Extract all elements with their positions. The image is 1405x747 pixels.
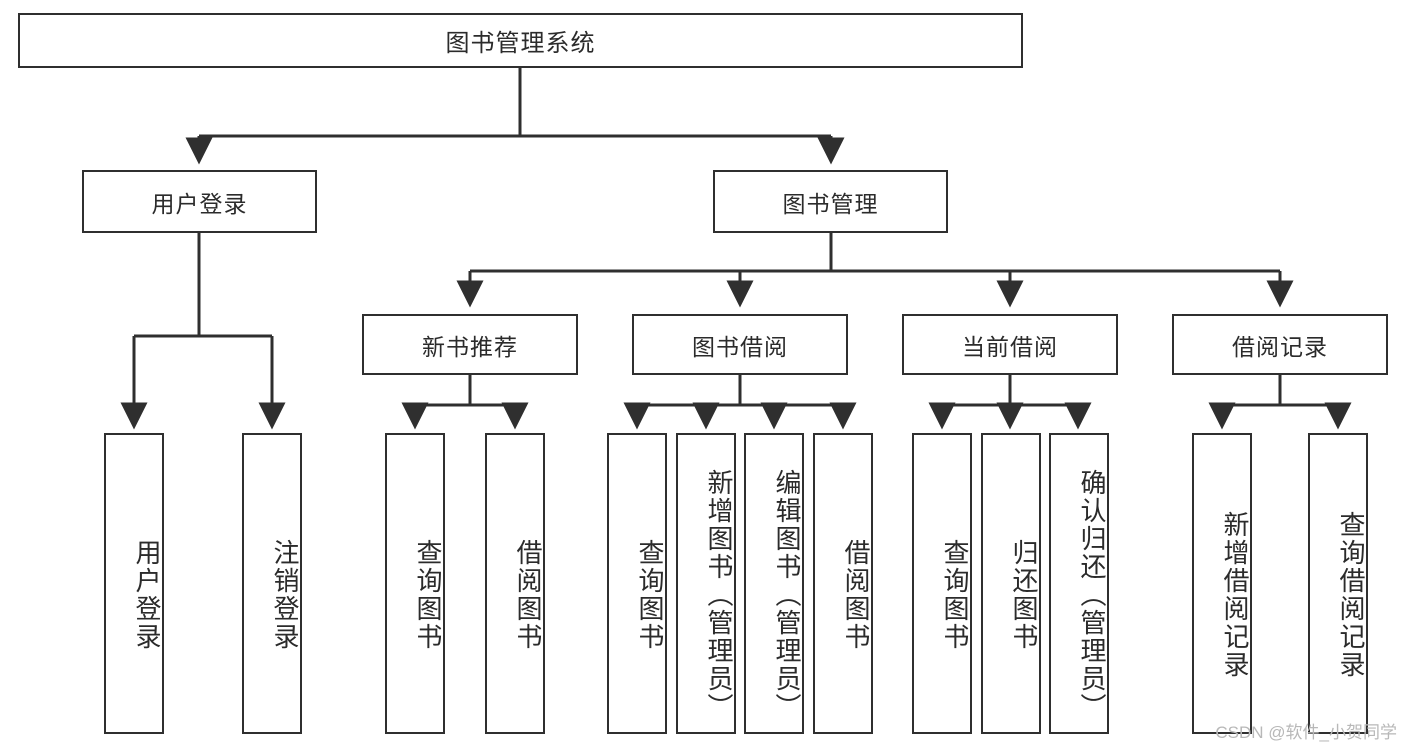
node-leaf-confirm-return[interactable]: 确认归还（管理员）	[1049, 433, 1109, 734]
node-leaf-borrow-book-2[interactable]: 借阅图书	[813, 433, 873, 734]
node-label: 用户登录	[151, 190, 248, 217]
node-label: 归还图书	[1009, 538, 1039, 651]
node-label: 图书借阅	[692, 333, 788, 360]
csdn-watermark: CSDN @软件_小贺同学	[1215, 723, 1397, 742]
node-leaf-query-book-1[interactable]: 查询图书	[385, 433, 445, 734]
node-label: 用户登录	[132, 538, 162, 651]
node-leaf-user-login[interactable]: 用户登录	[104, 433, 164, 734]
node-label: 借阅图书	[841, 538, 871, 651]
node-new-book-recommend[interactable]: 新书推荐	[362, 314, 578, 375]
node-label: 注销登录	[270, 538, 300, 651]
node-label: 新书推荐	[422, 333, 518, 360]
node-label: 图书管理	[782, 190, 879, 217]
node-label: 查询图书	[940, 538, 970, 651]
node-book-borrow[interactable]: 图书借阅	[632, 314, 848, 375]
node-leaf-return-book[interactable]: 归还图书	[981, 433, 1041, 734]
node-root-system[interactable]: 图书管理系统	[18, 13, 1023, 68]
node-leaf-logout[interactable]: 注销登录	[242, 433, 302, 734]
node-leaf-query-book-2[interactable]: 查询图书	[607, 433, 667, 734]
node-label: 图书管理系统	[445, 30, 596, 57]
node-label: 借阅记录	[1232, 333, 1328, 360]
node-label: 编辑图书（管理员）	[772, 468, 802, 721]
node-book-manage[interactable]: 图书管理	[713, 170, 948, 233]
node-label: 新增借阅记录	[1220, 510, 1250, 679]
node-borrow-record[interactable]: 借阅记录	[1172, 314, 1388, 375]
node-current-borrow[interactable]: 当前借阅	[902, 314, 1118, 375]
node-label: 查询借阅记录	[1336, 510, 1366, 679]
node-label: 新增图书（管理员）	[704, 468, 734, 721]
node-leaf-query-record[interactable]: 查询借阅记录	[1308, 433, 1368, 734]
node-user-login[interactable]: 用户登录	[82, 170, 317, 233]
node-label: 借阅图书	[513, 538, 543, 651]
node-leaf-query-book-3[interactable]: 查询图书	[912, 433, 972, 734]
node-leaf-add-record[interactable]: 新增借阅记录	[1192, 433, 1252, 734]
node-leaf-edit-book[interactable]: 编辑图书（管理员）	[744, 433, 804, 734]
node-label: 确认归还（管理员）	[1077, 468, 1107, 721]
node-leaf-add-book[interactable]: 新增图书（管理员）	[676, 433, 736, 734]
node-label: 当前借阅	[962, 333, 1058, 360]
node-label: 查询图书	[413, 538, 443, 651]
node-label: 查询图书	[635, 538, 665, 651]
node-leaf-borrow-book-1[interactable]: 借阅图书	[485, 433, 545, 734]
